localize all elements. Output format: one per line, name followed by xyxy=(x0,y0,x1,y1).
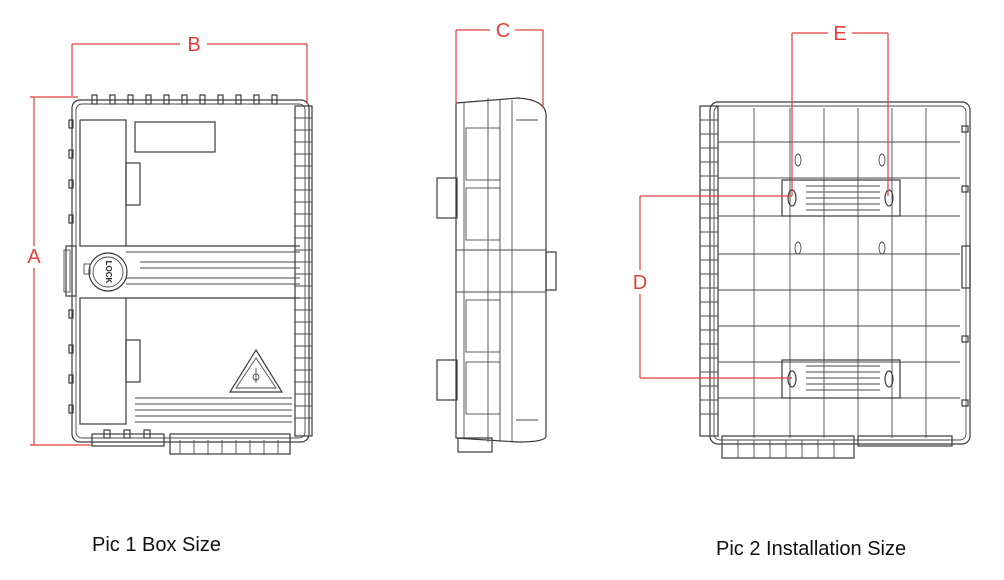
right-port-strip xyxy=(294,105,313,437)
upper-mount-bracket xyxy=(781,153,901,255)
lower-left-tab xyxy=(125,339,141,383)
lock-handle xyxy=(65,245,77,297)
top-clips xyxy=(91,94,278,105)
side-outline xyxy=(455,97,547,443)
lock-label: LOCK xyxy=(104,261,113,284)
label-window xyxy=(134,121,216,153)
mount-hole-icon xyxy=(884,370,894,388)
dimension-c-label: C xyxy=(496,20,510,42)
mount-hole-icon xyxy=(884,189,894,207)
lower-mount-bracket xyxy=(781,359,901,399)
back-rib-grid xyxy=(718,108,960,438)
dimension-e xyxy=(791,32,889,196)
dimension-b xyxy=(71,43,308,104)
dimension-a xyxy=(30,96,92,446)
side-lock-knob xyxy=(545,251,557,291)
center-rails xyxy=(126,245,300,299)
dimension-b-label: B xyxy=(187,34,200,56)
box-back-view xyxy=(699,101,971,459)
back-bottom-ports xyxy=(721,435,855,459)
left-hinges xyxy=(68,119,74,414)
dimension-d xyxy=(639,195,792,379)
lower-left-panel xyxy=(79,297,127,425)
upper-left-panel xyxy=(79,119,127,247)
mount-hole-icon xyxy=(787,370,797,388)
dimension-d-label: D xyxy=(633,272,647,294)
dimension-e-label: E xyxy=(833,23,846,45)
bottom-ports xyxy=(91,429,291,455)
box-front-outline xyxy=(71,99,310,443)
back-outline xyxy=(709,101,971,445)
upper-left-tab xyxy=(125,162,141,206)
dimension-c xyxy=(455,29,544,108)
bottom-ribs xyxy=(135,397,292,423)
box-side-view xyxy=(436,97,557,453)
lock-icon xyxy=(83,252,128,292)
box-front-view: LOCK xyxy=(63,94,313,455)
dimension-a-label: A xyxy=(27,246,41,268)
caption-pic1: Pic 1 Box Size xyxy=(92,534,221,556)
warning-triangle-icon xyxy=(228,348,284,393)
caption-pic2: Pic 2 Installation Size xyxy=(716,538,907,560)
